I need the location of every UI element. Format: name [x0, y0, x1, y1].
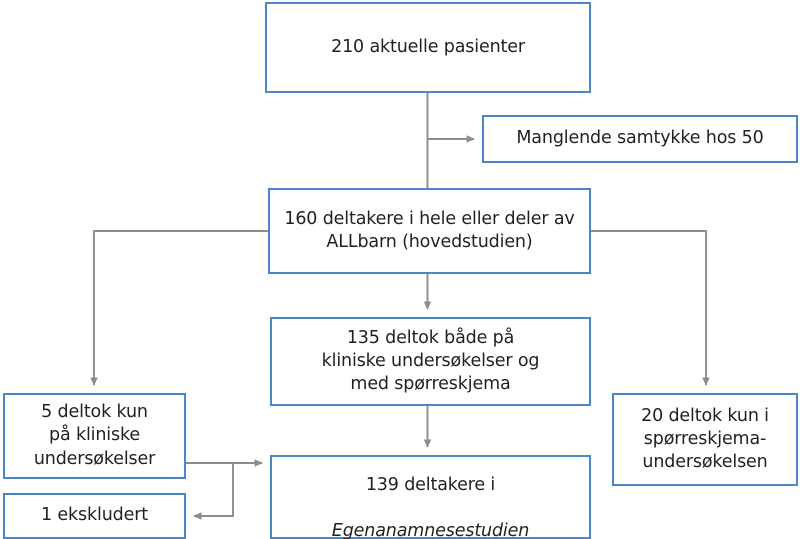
- total-patients-box[interactable]: 210 aktuelle pasienter: [265, 2, 591, 93]
- clinical-only-label: 5 deltok kun på kliniske undersøkelser: [33, 402, 156, 469]
- final-study-participants-box[interactable]: 139 deltakere i Egenanamnesestudien: [270, 455, 591, 539]
- final-line-1: 139 deltakere i: [365, 474, 496, 495]
- questionnaire-only-box[interactable]: 20 deltok kun i spørreskjema- undersøkel…: [612, 393, 798, 486]
- excluded-label: 1 ekskludert: [41, 505, 148, 526]
- main-study-participants-box[interactable]: 160 deltakere i hele eller deler av ALLb…: [268, 188, 591, 274]
- final-study-participants-label: 139 deltakere i Egenanamnesestudien: [272, 450, 589, 539]
- total-patients-label: 210 aktuelle pasienter: [331, 36, 525, 57]
- clinical-only-box[interactable]: 5 deltok kun på kliniske undersøkelser: [3, 393, 186, 479]
- final-study-name: Egenanamnesestudien: [331, 521, 530, 539]
- excluded-box[interactable]: 1 ekskludert: [3, 493, 186, 539]
- questionnaire-only-label: 20 deltok kun i spørreskjema- undersøkel…: [641, 405, 769, 473]
- both-clinical-and-questionnaire-box[interactable]: 135 deltok både på kliniske undersøkelse…: [270, 317, 591, 406]
- both-clinical-and-questionnaire-label: 135 deltok både på kliniske undersøkelse…: [321, 327, 540, 395]
- edge-final-to-excluded: [193, 463, 234, 520]
- missing-consent-box[interactable]: Manglende samtykke hos 50: [482, 115, 798, 163]
- edge-participants-to-questionnaire-only: [591, 230, 710, 386]
- main-study-participants-label: 160 deltakere i hele eller deler av ALLb…: [284, 208, 575, 252]
- edge-participants-to-clinical-only: [90, 230, 268, 386]
- missing-consent-label: Manglende samtykke hos 50: [516, 128, 764, 149]
